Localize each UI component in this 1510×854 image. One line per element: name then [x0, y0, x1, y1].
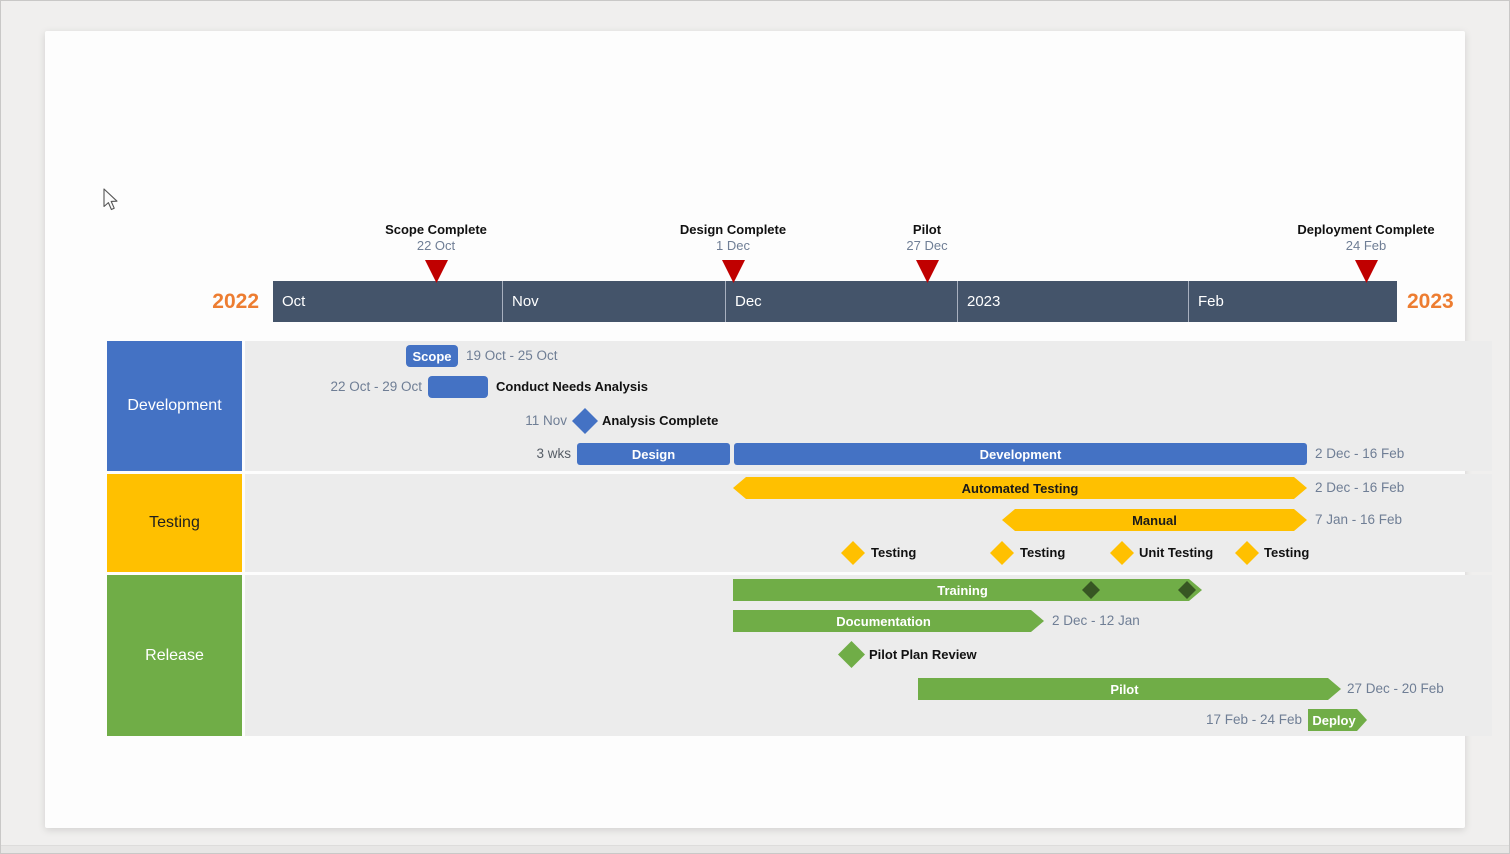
milestone-marker-icon[interactable] [425, 260, 448, 283]
milestone-marker-icon[interactable] [1355, 260, 1378, 283]
lane-label-release[interactable]: Release [107, 575, 242, 736]
milestone-title-testing-3: Testing [1264, 542, 1309, 564]
milestone-date-analysis-complete: 11 Nov [465, 410, 567, 432]
month-segment-oct: Oct [273, 281, 502, 322]
task-date-deploy: 17 Feb - 24 Feb [1145, 709, 1302, 731]
task-date-documentation: 2 Dec - 12 Jan [1052, 610, 1140, 632]
milestone-title: Deployment Complete [1276, 222, 1456, 238]
milestone-title-unit-testing: Unit Testing [1139, 542, 1213, 564]
task-bar-development[interactable]: Development [734, 443, 1307, 465]
task-bar-deploy[interactable]: Deploy [1308, 709, 1367, 731]
milestone-pilot: Pilot 27 Dec [837, 222, 1017, 254]
task-bar-pilot[interactable]: Pilot [918, 678, 1341, 700]
month-segment-nov: Nov [502, 281, 725, 322]
month-segment-dec: Dec [725, 281, 957, 322]
month-segment-feb: Feb [1188, 281, 1397, 322]
task-duration-design: 3 wks [485, 443, 571, 465]
milestone-title-analysis-complete: Analysis Complete [602, 410, 718, 432]
month-segment-jan-2023: 2023 [957, 281, 1188, 322]
task-date-automated-testing: 2 Dec - 16 Feb [1315, 477, 1404, 499]
task-date-manual-testing: 7 Jan - 16 Feb [1315, 509, 1402, 531]
milestone-marker-icon[interactable] [916, 260, 939, 283]
milestone-title-testing-1: Testing [871, 542, 916, 564]
milestone-date: 22 Oct [346, 238, 526, 254]
task-title-needs-analysis: Conduct Needs Analysis [496, 376, 648, 398]
task-bar-documentation[interactable]: Documentation [733, 610, 1044, 632]
task-bar-design[interactable]: Design [577, 443, 730, 465]
task-bar-scope[interactable]: Scope [406, 345, 458, 367]
milestone-marker-icon[interactable] [722, 260, 745, 283]
lane-label-development[interactable]: Development [107, 341, 242, 471]
milestone-date: 27 Dec [837, 238, 1017, 254]
task-bar-automated-testing[interactable]: Automated Testing [733, 477, 1307, 499]
milestone-title-pilot-plan-review: Pilot Plan Review [869, 644, 977, 666]
milestone-date: 24 Feb [1276, 238, 1456, 254]
milestone-title: Pilot [837, 222, 1017, 238]
window-bottom-edge [1, 845, 1509, 853]
lane-label-testing[interactable]: Testing [107, 474, 242, 572]
milestone-scope-complete: Scope Complete 22 Oct [346, 222, 526, 254]
milestone-title-testing-2: Testing [1020, 542, 1065, 564]
task-bar-training[interactable]: Training [733, 579, 1202, 601]
milestone-title: Scope Complete [346, 222, 526, 238]
task-date-scope: 19 Oct - 25 Oct [466, 345, 558, 367]
milestone-design-complete: Design Complete 1 Dec [643, 222, 823, 254]
mouse-cursor-icon [103, 188, 120, 212]
milestone-date: 1 Dec [643, 238, 823, 254]
task-bar-manual-testing[interactable]: Manual [1002, 509, 1307, 531]
task-bar-needs-analysis[interactable] [428, 376, 488, 398]
task-date-needs-analysis: 22 Oct - 29 Oct [285, 376, 422, 398]
task-date-development: 2 Dec - 16 Feb [1315, 443, 1404, 465]
timeline-slide: 2022 Oct Nov Dec 2023 Feb 2023 Scope Com… [45, 31, 1465, 828]
timeline-month-band: Oct Nov Dec 2023 Feb [273, 281, 1397, 322]
year-label-left: 2022 [175, 281, 259, 322]
task-date-pilot: 27 Dec - 20 Feb [1347, 678, 1444, 700]
milestone-deployment-complete: Deployment Complete 24 Feb [1276, 222, 1456, 254]
year-label-right: 2023 [1407, 281, 1497, 322]
milestone-title: Design Complete [643, 222, 823, 238]
